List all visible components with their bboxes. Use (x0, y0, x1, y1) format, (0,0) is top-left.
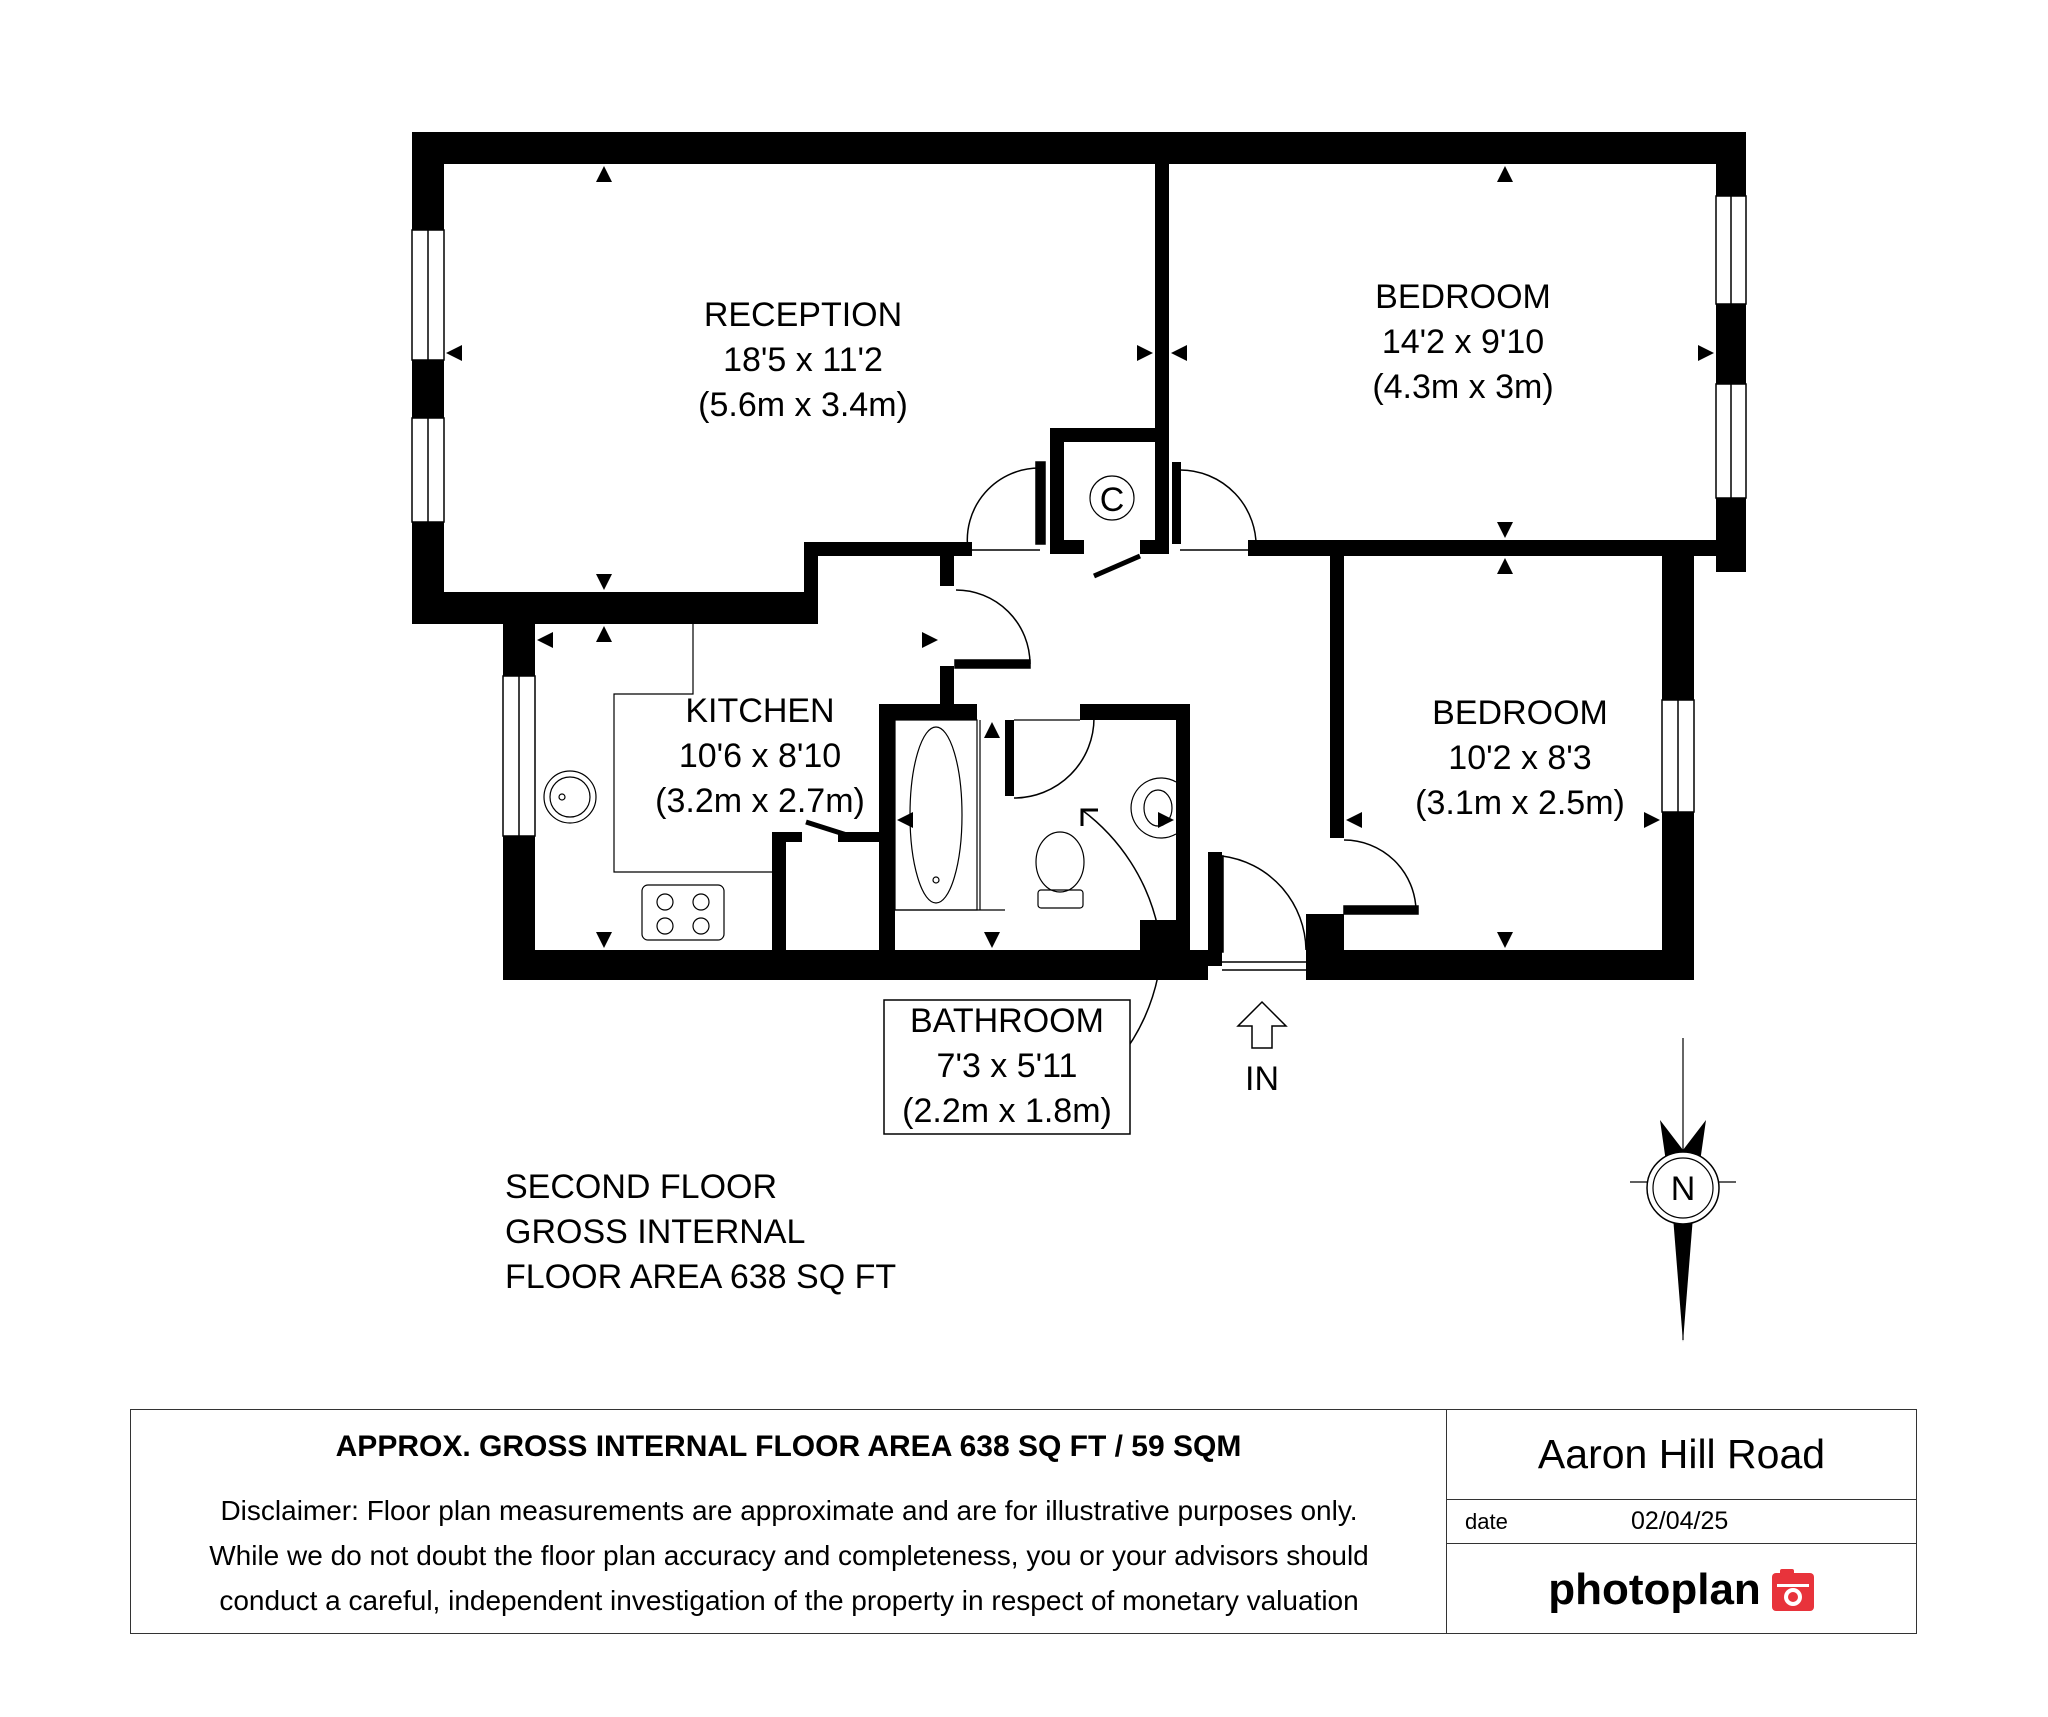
footer-details: Aaron Hill Road date 02/04/25 photoplan (1447, 1410, 1916, 1633)
disclaimer-line: Disclaimer: Floor plan measurements are … (220, 1495, 1358, 1526)
compass-icon (1630, 1038, 1736, 1342)
cupboard-label: C (1100, 481, 1125, 519)
bedroom2-imperial: 10'2 x 8'3 (1448, 739, 1591, 777)
floor-area-heading: APPROX. GROSS INTERNAL FLOOR AREA 638 SQ… (335, 1430, 1242, 1463)
date-value: 02/04/25 (1631, 1507, 1729, 1535)
dimension-markers (446, 166, 1714, 948)
floor-area-notes: SECOND FLOOR GROSS INTERNAL FLOOR AREA 6… (505, 1165, 896, 1300)
bedroom2-metric: (3.1m x 2.5m) (1415, 784, 1625, 822)
entrance-arrow-icon (1236, 1000, 1288, 1049)
disclaimer-line: conduct a careful, independent investiga… (219, 1585, 1359, 1616)
floor-note-line: SECOND FLOOR (505, 1168, 778, 1206)
windows (411, 195, 1747, 837)
brand-name: photoplan (1548, 1564, 1761, 1614)
kitchen-imperial: 10'6 x 8'10 (679, 737, 841, 775)
walls (412, 132, 1746, 980)
disclaimer-line: While we do not doubt the floor plan acc… (209, 1540, 1369, 1571)
entrance-label: IN (1245, 1060, 1279, 1098)
floor-note-line: FLOOR AREA 638 SQ FT (505, 1258, 897, 1296)
reception-name: RECEPTION (704, 296, 902, 334)
kitchen-metric: (3.2m x 2.7m) (655, 782, 865, 820)
bathroom-label-box (883, 999, 1131, 1135)
compass-north-label: N (1671, 1170, 1696, 1208)
kitchen-name: KITCHEN (685, 692, 834, 730)
bedroom1-metric: (4.3m x 3m) (1372, 368, 1553, 406)
bathroom-metric: (2.2m x 1.8m) (902, 1092, 1112, 1130)
bedroom1-imperial: 14'2 x 9'10 (1382, 323, 1544, 361)
bathroom-imperial: 7'3 x 5'11 (937, 1047, 1078, 1085)
reception-metric: (5.6m x 3.4m) (698, 386, 908, 424)
disclaimer: Disclaimer: Floor plan measurements are … (135, 1488, 1443, 1623)
bedroom1-name: BEDROOM (1375, 278, 1551, 316)
reception-imperial: 18'5 x 11'2 (723, 341, 883, 379)
date-row: date 02/04/25 (1447, 1500, 1916, 1544)
room-labels: RECEPTION 18'5 x 11'2 (5.6m x 3.4m) BEDR… (655, 278, 1695, 1208)
floor-note-line: GROSS INTERNAL (505, 1213, 806, 1251)
bathroom-name: BATHROOM (910, 1002, 1104, 1040)
camera-icon (1771, 1568, 1814, 1611)
footer-panel: APPROX. GROSS INTERNAL FLOOR AREA 638 SQ… (130, 1409, 1917, 1634)
brand-logo: photoplan (1447, 1544, 1916, 1635)
bedroom2-name: BEDROOM (1432, 694, 1608, 732)
doors (805, 461, 1419, 1059)
footer-info: APPROX. GROSS INTERNAL FLOOR AREA 638 SQ… (131, 1410, 1447, 1633)
property-address: Aaron Hill Road (1447, 1410, 1916, 1500)
fixtures (543, 475, 1177, 941)
date-label: date (1465, 1509, 1508, 1534)
